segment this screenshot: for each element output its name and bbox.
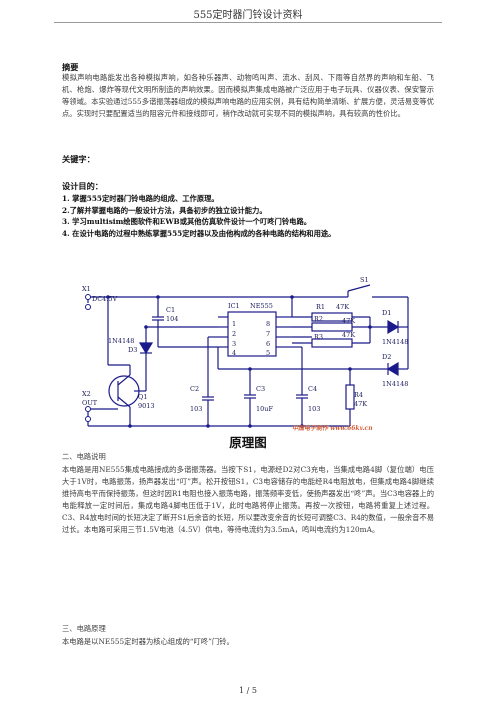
page-header: 555定时器门铃设计资料 bbox=[193, 10, 303, 21]
label-s1: S1 bbox=[360, 276, 369, 284]
label-q1-value: 9013 bbox=[138, 402, 155, 410]
section-2-body: 本电路是用NE555集成电路接成的多谐振荡器。当按下S1，电源经D2对C3充电，… bbox=[62, 465, 434, 534]
label-ic1: IC1 bbox=[228, 302, 240, 310]
label-r4: R4 bbox=[354, 391, 363, 399]
label-d3: D3 bbox=[128, 346, 137, 354]
label-c1: C1 bbox=[166, 306, 175, 314]
section-3-heading: 三、电路原理 bbox=[62, 624, 106, 633]
pin-4: 4 bbox=[232, 349, 236, 357]
label-x2: X2 bbox=[82, 390, 91, 398]
label-x2-out: OUT bbox=[82, 399, 98, 407]
label-d2: D2 bbox=[382, 353, 391, 361]
label-d3-value: 1N4148 bbox=[108, 337, 134, 345]
circuit-schematic: X1 DC4.5V X2 OUT S1 C1 104 IC1 NE555 1 2… bbox=[82, 276, 409, 432]
label-r2-value: 47K bbox=[342, 317, 355, 325]
goals-heading: 设计目的： bbox=[62, 181, 103, 191]
abstract-heading: 摘要 bbox=[62, 62, 79, 72]
label-r1: R1 bbox=[316, 303, 325, 311]
pin-1: 1 bbox=[232, 320, 236, 328]
label-c1-value: 104 bbox=[166, 315, 178, 323]
pin-8: 8 bbox=[266, 320, 270, 328]
pin-3: 3 bbox=[232, 340, 236, 348]
label-c2: C2 bbox=[190, 385, 199, 393]
label-x1: X1 bbox=[82, 285, 91, 293]
label-c3-value: 10uF bbox=[256, 405, 273, 413]
watermark-text: 中国电子制作 www.66kv.cn bbox=[292, 424, 373, 432]
goals-list: 1. 掌握555定时器门铃电路的组成、工作原理。 2.了解并掌握电路的一般设计方… bbox=[62, 193, 434, 239]
pin-5: 5 bbox=[266, 349, 270, 357]
label-d1-value: 1N4148 bbox=[382, 338, 408, 346]
section-3-body: 本电路是以NE555定时器为核心组成的“叮咚”门铃。 bbox=[62, 637, 234, 646]
label-q1: Q1 bbox=[138, 393, 147, 401]
page-number: 1 / 5 bbox=[239, 686, 257, 695]
keywords-heading: 关键字： bbox=[62, 154, 95, 164]
label-c4: C4 bbox=[308, 385, 317, 393]
goal-item: 3. 学习multisim绘图软件和EWB或其他仿真软件设计一个叮咚门铃电路。 bbox=[62, 217, 312, 226]
label-r4-value: 47K bbox=[354, 400, 367, 408]
pin-6: 6 bbox=[266, 340, 270, 348]
goal-item: 1. 掌握555定时器门铃电路的组成、工作原理。 bbox=[62, 194, 219, 203]
label-x1-voltage: DC4.5V bbox=[92, 295, 118, 303]
label-c3: C3 bbox=[256, 385, 265, 393]
label-d2-value: 1N4148 bbox=[382, 380, 408, 388]
abstract-body: 模拟声响电路能发出各种模拟声响，如各种乐器声、动物鸣叫声、流水、刮风、下雨等自然… bbox=[62, 73, 434, 118]
pin-7: 7 bbox=[266, 330, 270, 338]
label-ne555: NE555 bbox=[250, 302, 273, 310]
header-divider bbox=[54, 22, 442, 23]
label-r2: R2 bbox=[314, 315, 323, 323]
goal-item: 4. 在设计电路的过程中熟练掌握555定时器以及由他构成的各种电路的结构和用途。 bbox=[62, 228, 336, 238]
label-r3-value: 47K bbox=[342, 331, 355, 339]
pin-2: 2 bbox=[232, 330, 236, 338]
label-d1: D1 bbox=[382, 309, 391, 317]
label-c4-value: 103 bbox=[308, 405, 320, 413]
label-r3: R3 bbox=[314, 333, 323, 341]
figure-caption: 原理图 bbox=[229, 435, 267, 450]
section-2-heading: 二、电路说明 bbox=[62, 452, 106, 461]
goal-item: 2.了解并掌握电路的一般设计方法，具备初步的独立设计能力。 bbox=[62, 205, 267, 215]
label-c2-value: 103 bbox=[190, 405, 202, 413]
label-r1-value: 47K bbox=[336, 303, 349, 311]
